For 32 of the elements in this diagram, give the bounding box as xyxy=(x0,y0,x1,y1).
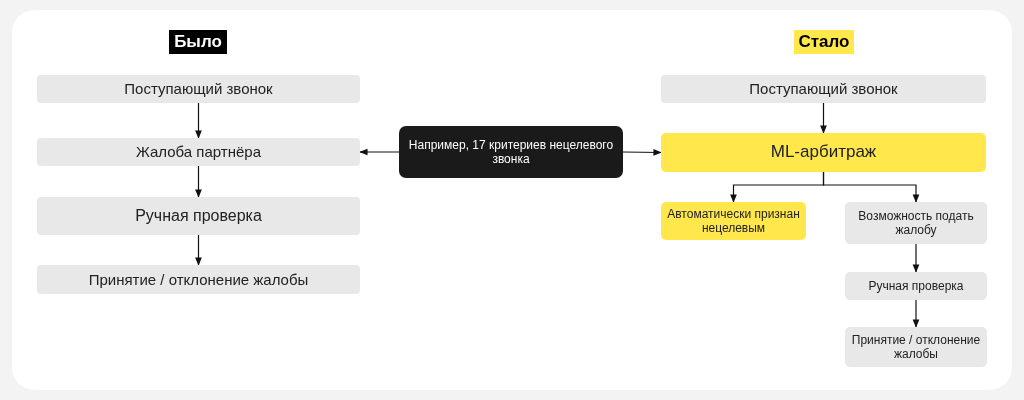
node-label: Возможность подать жалобу xyxy=(857,208,975,238)
node-label: Ручная проверка xyxy=(868,278,964,294)
arrow xyxy=(195,165,202,198)
arrow xyxy=(195,102,202,139)
process-box xyxy=(661,133,986,172)
node-label: Принятие / отклонение жалобы xyxy=(88,270,309,289)
process-box xyxy=(37,75,360,103)
heading-badge xyxy=(169,30,227,54)
process-box xyxy=(661,75,986,103)
arrow xyxy=(912,243,920,273)
node-label: Принятие / отклонение жалобы xyxy=(850,332,982,362)
node-label: Поступающий звонок xyxy=(124,80,273,98)
arrow xyxy=(820,102,827,134)
arrow xyxy=(359,148,400,156)
node-label: Жалоба партнёра xyxy=(135,143,261,161)
process-box xyxy=(37,138,360,166)
arrow xyxy=(195,234,202,266)
process-box xyxy=(37,265,360,294)
arrow xyxy=(822,171,920,203)
arrow xyxy=(622,149,662,156)
arrow xyxy=(912,299,920,328)
node-label: Ручная проверка xyxy=(135,206,262,226)
node-label: Автоматически признан нецелевым xyxy=(666,206,801,236)
node-label: Стало xyxy=(798,31,850,53)
note-box xyxy=(399,126,623,178)
process-box xyxy=(845,272,987,300)
node-label: Например, 17 критериев нецелевого звонка xyxy=(407,137,615,167)
node-label: Поступающий звонок xyxy=(749,80,898,98)
node-label: ML-арбитраж xyxy=(770,142,877,163)
process-box xyxy=(37,197,360,235)
node-label: Было xyxy=(174,31,222,53)
process-box xyxy=(845,202,987,244)
